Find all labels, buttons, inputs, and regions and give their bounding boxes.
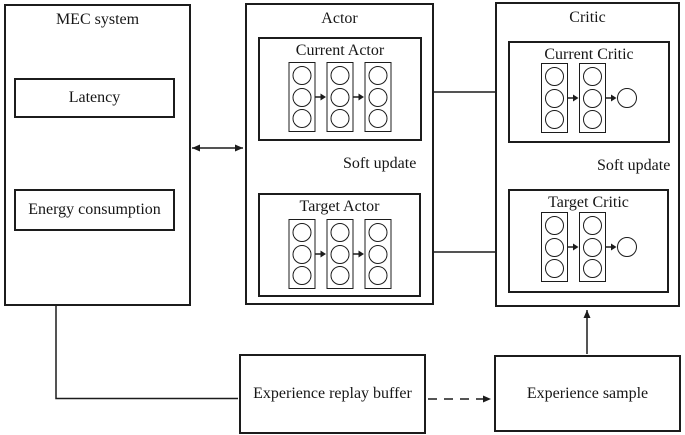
- layer-arrow-icon: [353, 249, 364, 259]
- neuron-circle: [582, 259, 602, 279]
- mec-system-title: MEC system: [55, 11, 140, 28]
- neuron-circle: [292, 109, 312, 129]
- critic-title: Critic: [569, 9, 606, 26]
- current-actor-title: Current Actor: [295, 42, 385, 59]
- mec-system-box: MEC system Latency Energy consumption: [4, 4, 191, 306]
- neuron-circle: [330, 65, 350, 85]
- layer-column: [288, 219, 315, 289]
- neuron-circle: [544, 259, 564, 279]
- actor-soft-update-label: Soft update: [343, 155, 417, 172]
- neuron-circle: [545, 66, 564, 86]
- neuron-circle: [292, 266, 311, 286]
- layer-arrow-icon: [315, 92, 327, 102]
- neuron-circle: [292, 222, 311, 242]
- neuron-circle: [368, 222, 387, 242]
- output-neuron-circle: [617, 88, 637, 108]
- neuron-circle: [330, 109, 350, 129]
- target-critic-box: Target Critic: [508, 189, 669, 293]
- layer-arrow-icon: [567, 242, 579, 252]
- neuron-circle: [582, 215, 602, 235]
- actor-title: Actor: [321, 10, 358, 27]
- neuron-circle: [292, 87, 312, 107]
- neuron-circle: [583, 110, 602, 130]
- neuron-circle: [368, 87, 388, 107]
- layer-column: [579, 63, 606, 133]
- layer-column: [578, 212, 606, 282]
- line-mec-to-buffer: [55, 306, 238, 400]
- actor-box: Actor Current Actor Target Actor: [245, 3, 434, 305]
- neuron-circle: [292, 244, 311, 264]
- neuron-circle: [368, 109, 388, 129]
- target-actor-box: Target Actor: [258, 193, 421, 297]
- layer-column: [540, 212, 568, 282]
- current-critic-title: Current Critic: [544, 46, 634, 63]
- neuron-circle: [330, 244, 349, 264]
- layer-arrow-icon: [605, 242, 617, 252]
- target-actor-network: [288, 219, 391, 289]
- experience-sample-box: Experience sample: [494, 355, 681, 432]
- current-critic-network: [541, 63, 637, 133]
- layer-column: [364, 62, 392, 132]
- layer-arrow-icon: [568, 93, 579, 103]
- layer-arrow-icon: [353, 92, 365, 102]
- target-critic-title: Target Critic: [548, 194, 629, 211]
- layer-column: [326, 62, 354, 132]
- neuron-circle: [330, 222, 349, 242]
- neuron-circle: [545, 110, 564, 130]
- latency-box: Latency: [14, 78, 175, 118]
- neuron-circle: [583, 66, 602, 86]
- layer-column: [541, 63, 568, 133]
- current-actor-network: [288, 62, 392, 132]
- layer-column: [364, 219, 391, 289]
- neuron-circle: [545, 88, 564, 108]
- current-critic-box: Current Critic: [508, 41, 670, 143]
- output-neuron-circle: [616, 237, 637, 257]
- critic-box: Critic Current Critic Target Critic: [495, 2, 680, 307]
- neuron-circle: [292, 65, 312, 85]
- layer-column: [326, 219, 353, 289]
- energy-consumption-box: Energy consumption: [14, 189, 175, 231]
- layer-arrow-icon: [315, 249, 326, 259]
- current-actor-box: Current Actor: [258, 37, 422, 141]
- neuron-circle: [544, 215, 564, 235]
- neuron-circle: [544, 237, 564, 257]
- neuron-circle: [330, 87, 350, 107]
- neuron-circle: [330, 266, 349, 286]
- experience-replay-buffer-box: Experience replay buffer: [239, 354, 426, 434]
- neuron-circle: [582, 237, 602, 257]
- critic-soft-update-label: Soft update: [597, 157, 671, 174]
- neuron-circle: [583, 88, 602, 108]
- target-critic-network: [540, 212, 637, 282]
- neuron-circle: [368, 244, 387, 264]
- neuron-circle: [368, 266, 387, 286]
- layer-column: [288, 62, 316, 132]
- neuron-circle: [368, 65, 388, 85]
- target-actor-title: Target Actor: [299, 198, 380, 215]
- layer-arrow-icon: [606, 93, 617, 103]
